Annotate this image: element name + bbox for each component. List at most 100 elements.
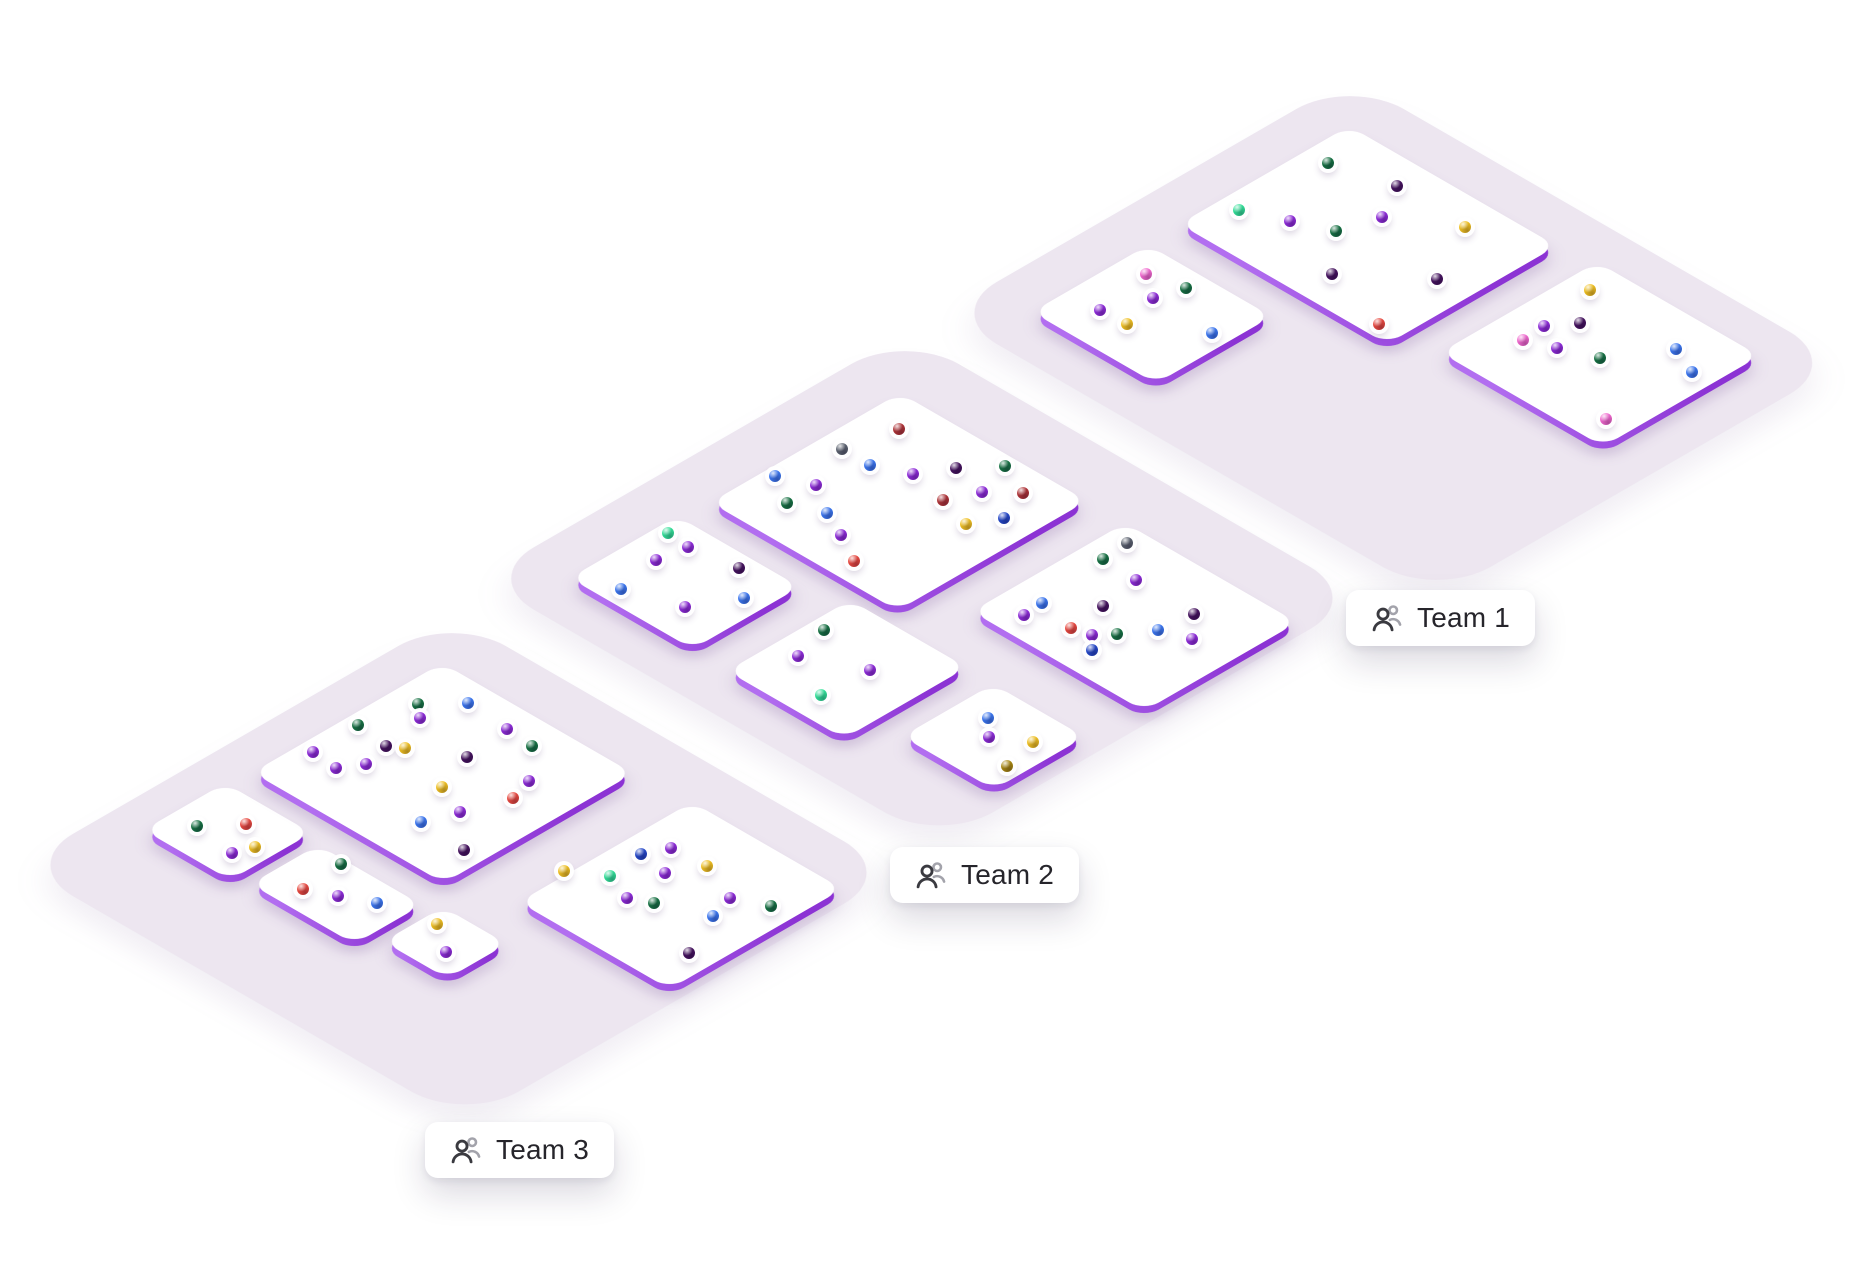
member-dot (226, 847, 238, 859)
member-dot (1391, 180, 1403, 192)
member-dot (950, 462, 962, 474)
member-dot (1186, 633, 1198, 645)
member-dot (604, 870, 616, 882)
member-dot (976, 486, 988, 498)
member-dot (307, 746, 319, 758)
member-dot (1036, 597, 1048, 609)
member-dot (1180, 282, 1192, 294)
member-dot (792, 650, 804, 662)
team-2-label[interactable]: Team 2 (890, 847, 1080, 903)
member-dot (330, 762, 342, 774)
member-dot (733, 562, 745, 574)
member-dot (724, 892, 736, 904)
member-dot (1017, 487, 1029, 499)
member-dot (1574, 317, 1586, 329)
member-dot (1206, 327, 1218, 339)
users-icon (451, 1136, 481, 1163)
member-dot (240, 818, 252, 830)
team-1-label[interactable]: Team 1 (1346, 590, 1536, 646)
member-dot (1086, 629, 1098, 641)
member-dot (836, 443, 848, 455)
member-dot (1140, 268, 1152, 280)
member-dot (371, 897, 383, 909)
team-label-text: Team 2 (961, 859, 1055, 890)
member-dot (1538, 320, 1550, 332)
member-dot (1121, 537, 1133, 549)
member-dot (1326, 268, 1338, 280)
member-dot (1111, 628, 1123, 640)
member-dot (1373, 318, 1385, 330)
member-dot (769, 470, 781, 482)
member-dot (558, 865, 570, 877)
member-dot (412, 698, 424, 710)
member-dot (1670, 343, 1682, 355)
member-dot (781, 497, 793, 509)
member-dot (893, 423, 905, 435)
member-dot (1130, 574, 1142, 586)
member-dot (835, 529, 847, 541)
member-dot (907, 468, 919, 480)
member-dot (1686, 366, 1698, 378)
team-3-label[interactable]: Team 3 (425, 1122, 615, 1178)
member-dot (701, 860, 713, 872)
member-dot (864, 664, 876, 676)
member-dot (501, 723, 513, 735)
member-dot (1018, 609, 1030, 621)
member-dot (1330, 225, 1342, 237)
member-dot (650, 554, 662, 566)
member-dot (707, 910, 719, 922)
member-dot (461, 751, 473, 763)
member-dot (1431, 273, 1443, 285)
member-dot (1600, 413, 1612, 425)
member-dot (983, 731, 995, 743)
member-dot (1233, 204, 1245, 216)
users-icon (1372, 604, 1402, 631)
member-dot (998, 512, 1010, 524)
member-dot (765, 900, 777, 912)
member-dot (662, 527, 674, 539)
member-dot (1001, 760, 1013, 772)
member-dot (332, 890, 344, 902)
member-dot (1551, 342, 1563, 354)
member-dot (523, 775, 535, 787)
member-dot (1376, 211, 1388, 223)
team-label-text: Team 1 (1417, 602, 1511, 633)
member-dot (648, 897, 660, 909)
member-dot (615, 583, 627, 595)
member-dot (621, 892, 633, 904)
member-dot (1086, 644, 1098, 656)
member-dot (864, 459, 876, 471)
member-dot (462, 697, 474, 709)
member-dot (249, 841, 261, 853)
member-dot (1517, 334, 1529, 346)
member-dot (1121, 318, 1133, 330)
member-dot (815, 689, 827, 701)
member-dot (1584, 284, 1596, 296)
member-dot (635, 848, 647, 860)
member-dot (414, 712, 426, 724)
users-icon (916, 861, 946, 888)
member-dot (415, 816, 427, 828)
member-dot (454, 806, 466, 818)
member-dot (1284, 215, 1296, 227)
member-dot (335, 858, 347, 870)
member-dot (380, 740, 392, 752)
member-dot (1188, 608, 1200, 620)
member-dot (458, 844, 470, 856)
member-dot (960, 518, 972, 530)
member-dot (1147, 292, 1159, 304)
member-dot (659, 867, 671, 879)
member-dot (507, 792, 519, 804)
member-dot (1097, 553, 1109, 565)
member-dot (1152, 624, 1164, 636)
member-dot (440, 946, 452, 958)
member-dot (738, 592, 750, 604)
member-dot (937, 494, 949, 506)
member-dot (1097, 600, 1109, 612)
team-label-text: Team 3 (496, 1134, 590, 1165)
member-dot (399, 742, 411, 754)
member-dot (982, 712, 994, 724)
member-dot (1094, 304, 1106, 316)
member-dot (191, 820, 203, 832)
